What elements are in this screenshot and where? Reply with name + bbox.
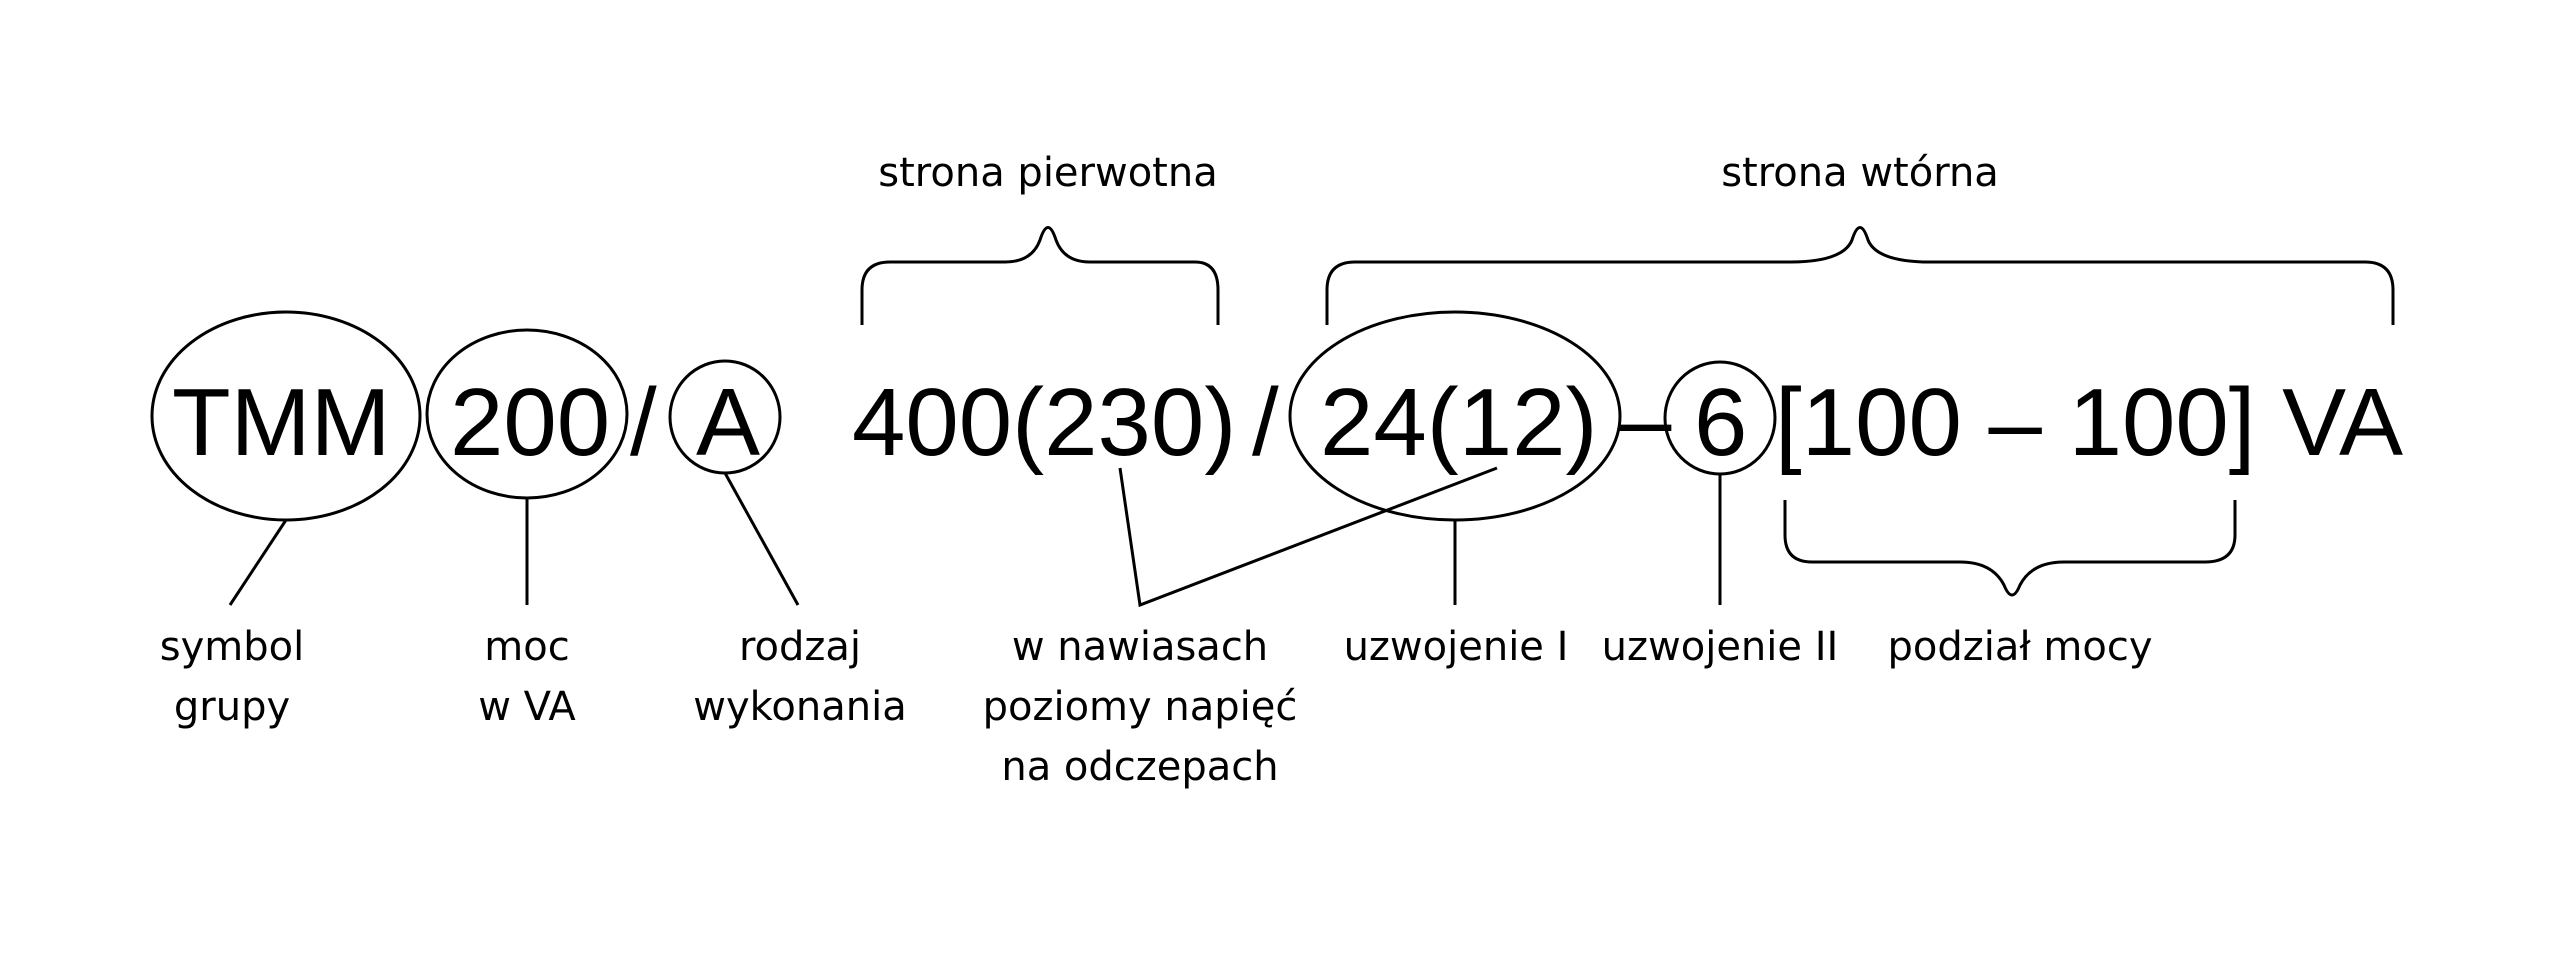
tmm-pointer bbox=[228, 519, 288, 606]
taps-label-1: w nawiasach bbox=[1012, 624, 1268, 670]
power-split-label: podział mocy bbox=[1887, 624, 2152, 670]
taps-label-3: na odczepach bbox=[1001, 744, 1278, 790]
variant-label-2: wykonania bbox=[693, 684, 906, 730]
power-label-1: moc bbox=[484, 624, 569, 670]
code-dash: – bbox=[1618, 366, 1672, 473]
winding-2-label: uzwojenie II bbox=[1602, 624, 1839, 670]
group-symbol-label-1: symbol bbox=[160, 624, 304, 670]
code-tmm: TMM bbox=[172, 369, 391, 476]
variant-label-1: rodzaj bbox=[739, 624, 861, 670]
code-slash-2: / bbox=[1252, 369, 1279, 476]
primary-side-brace bbox=[860, 226, 1220, 325]
code-winding-2: 6 bbox=[1694, 369, 1747, 476]
power-split-brace bbox=[1783, 500, 2237, 597]
variant-pointer bbox=[723, 472, 800, 606]
secondary-side-brace bbox=[1325, 226, 2395, 325]
code-variant: A bbox=[696, 369, 760, 476]
group-symbol-label-2: grupy bbox=[174, 684, 290, 730]
code-primary: 400(230) bbox=[852, 369, 1236, 476]
taps-pointer bbox=[1118, 466, 1498, 608]
code-secondary: 24(12) bbox=[1320, 369, 1598, 476]
power-label-2: w VA bbox=[478, 684, 576, 730]
primary-side-label: strona pierwotna bbox=[878, 150, 1217, 196]
code-power-split: [100 – 100] VA bbox=[1775, 369, 2403, 476]
taps-label-2: poziomy napięć bbox=[983, 684, 1298, 730]
winding-1-label: uzwojenie I bbox=[1344, 624, 1569, 670]
code-slash-1: / bbox=[630, 369, 657, 476]
secondary-side-label: strona wtórna bbox=[1721, 150, 1999, 196]
code-power: 200 bbox=[450, 369, 610, 476]
